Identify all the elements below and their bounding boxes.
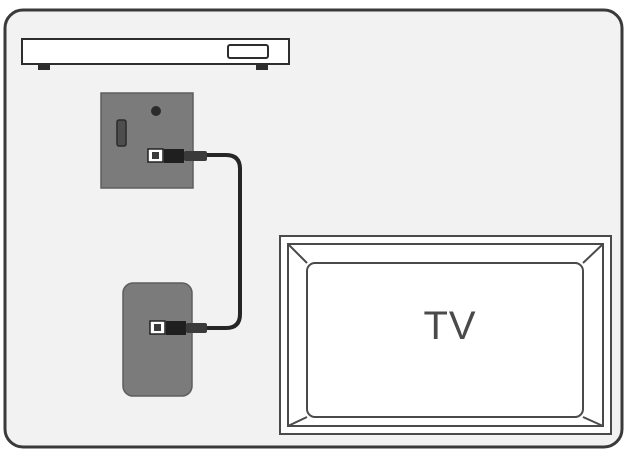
tv-corner-br (582, 416, 604, 427)
tv-panel-plate (122, 282, 193, 397)
soundbar-display (227, 44, 269, 59)
tv-back-panel (122, 282, 193, 397)
cable-plug-bottom (166, 321, 186, 335)
optical-port-inner (152, 152, 159, 159)
cable-line (205, 153, 242, 330)
soundbar-foot-right (256, 64, 268, 70)
tv-screen (306, 262, 584, 418)
soundbar-icon (21, 38, 290, 70)
hdmi-port-icon (116, 119, 127, 147)
back-panel-plate (100, 92, 194, 189)
soundbar-foot-left (38, 64, 50, 70)
tv-icon (279, 235, 612, 435)
tv-corner-tr (582, 243, 604, 264)
cable-boot-bottom (186, 323, 207, 333)
cable-boot-top (184, 151, 207, 161)
tv-corner-tl (287, 243, 308, 264)
cable-plug-top (164, 149, 184, 163)
soundbar-back-panel (100, 92, 194, 189)
tv-corner-bl (287, 416, 308, 427)
tv-label: TV (423, 304, 477, 348)
coaxial-jack-icon (151, 106, 161, 116)
optical-cable-icon (164, 149, 242, 335)
tv-optical-port-inner (154, 324, 161, 331)
